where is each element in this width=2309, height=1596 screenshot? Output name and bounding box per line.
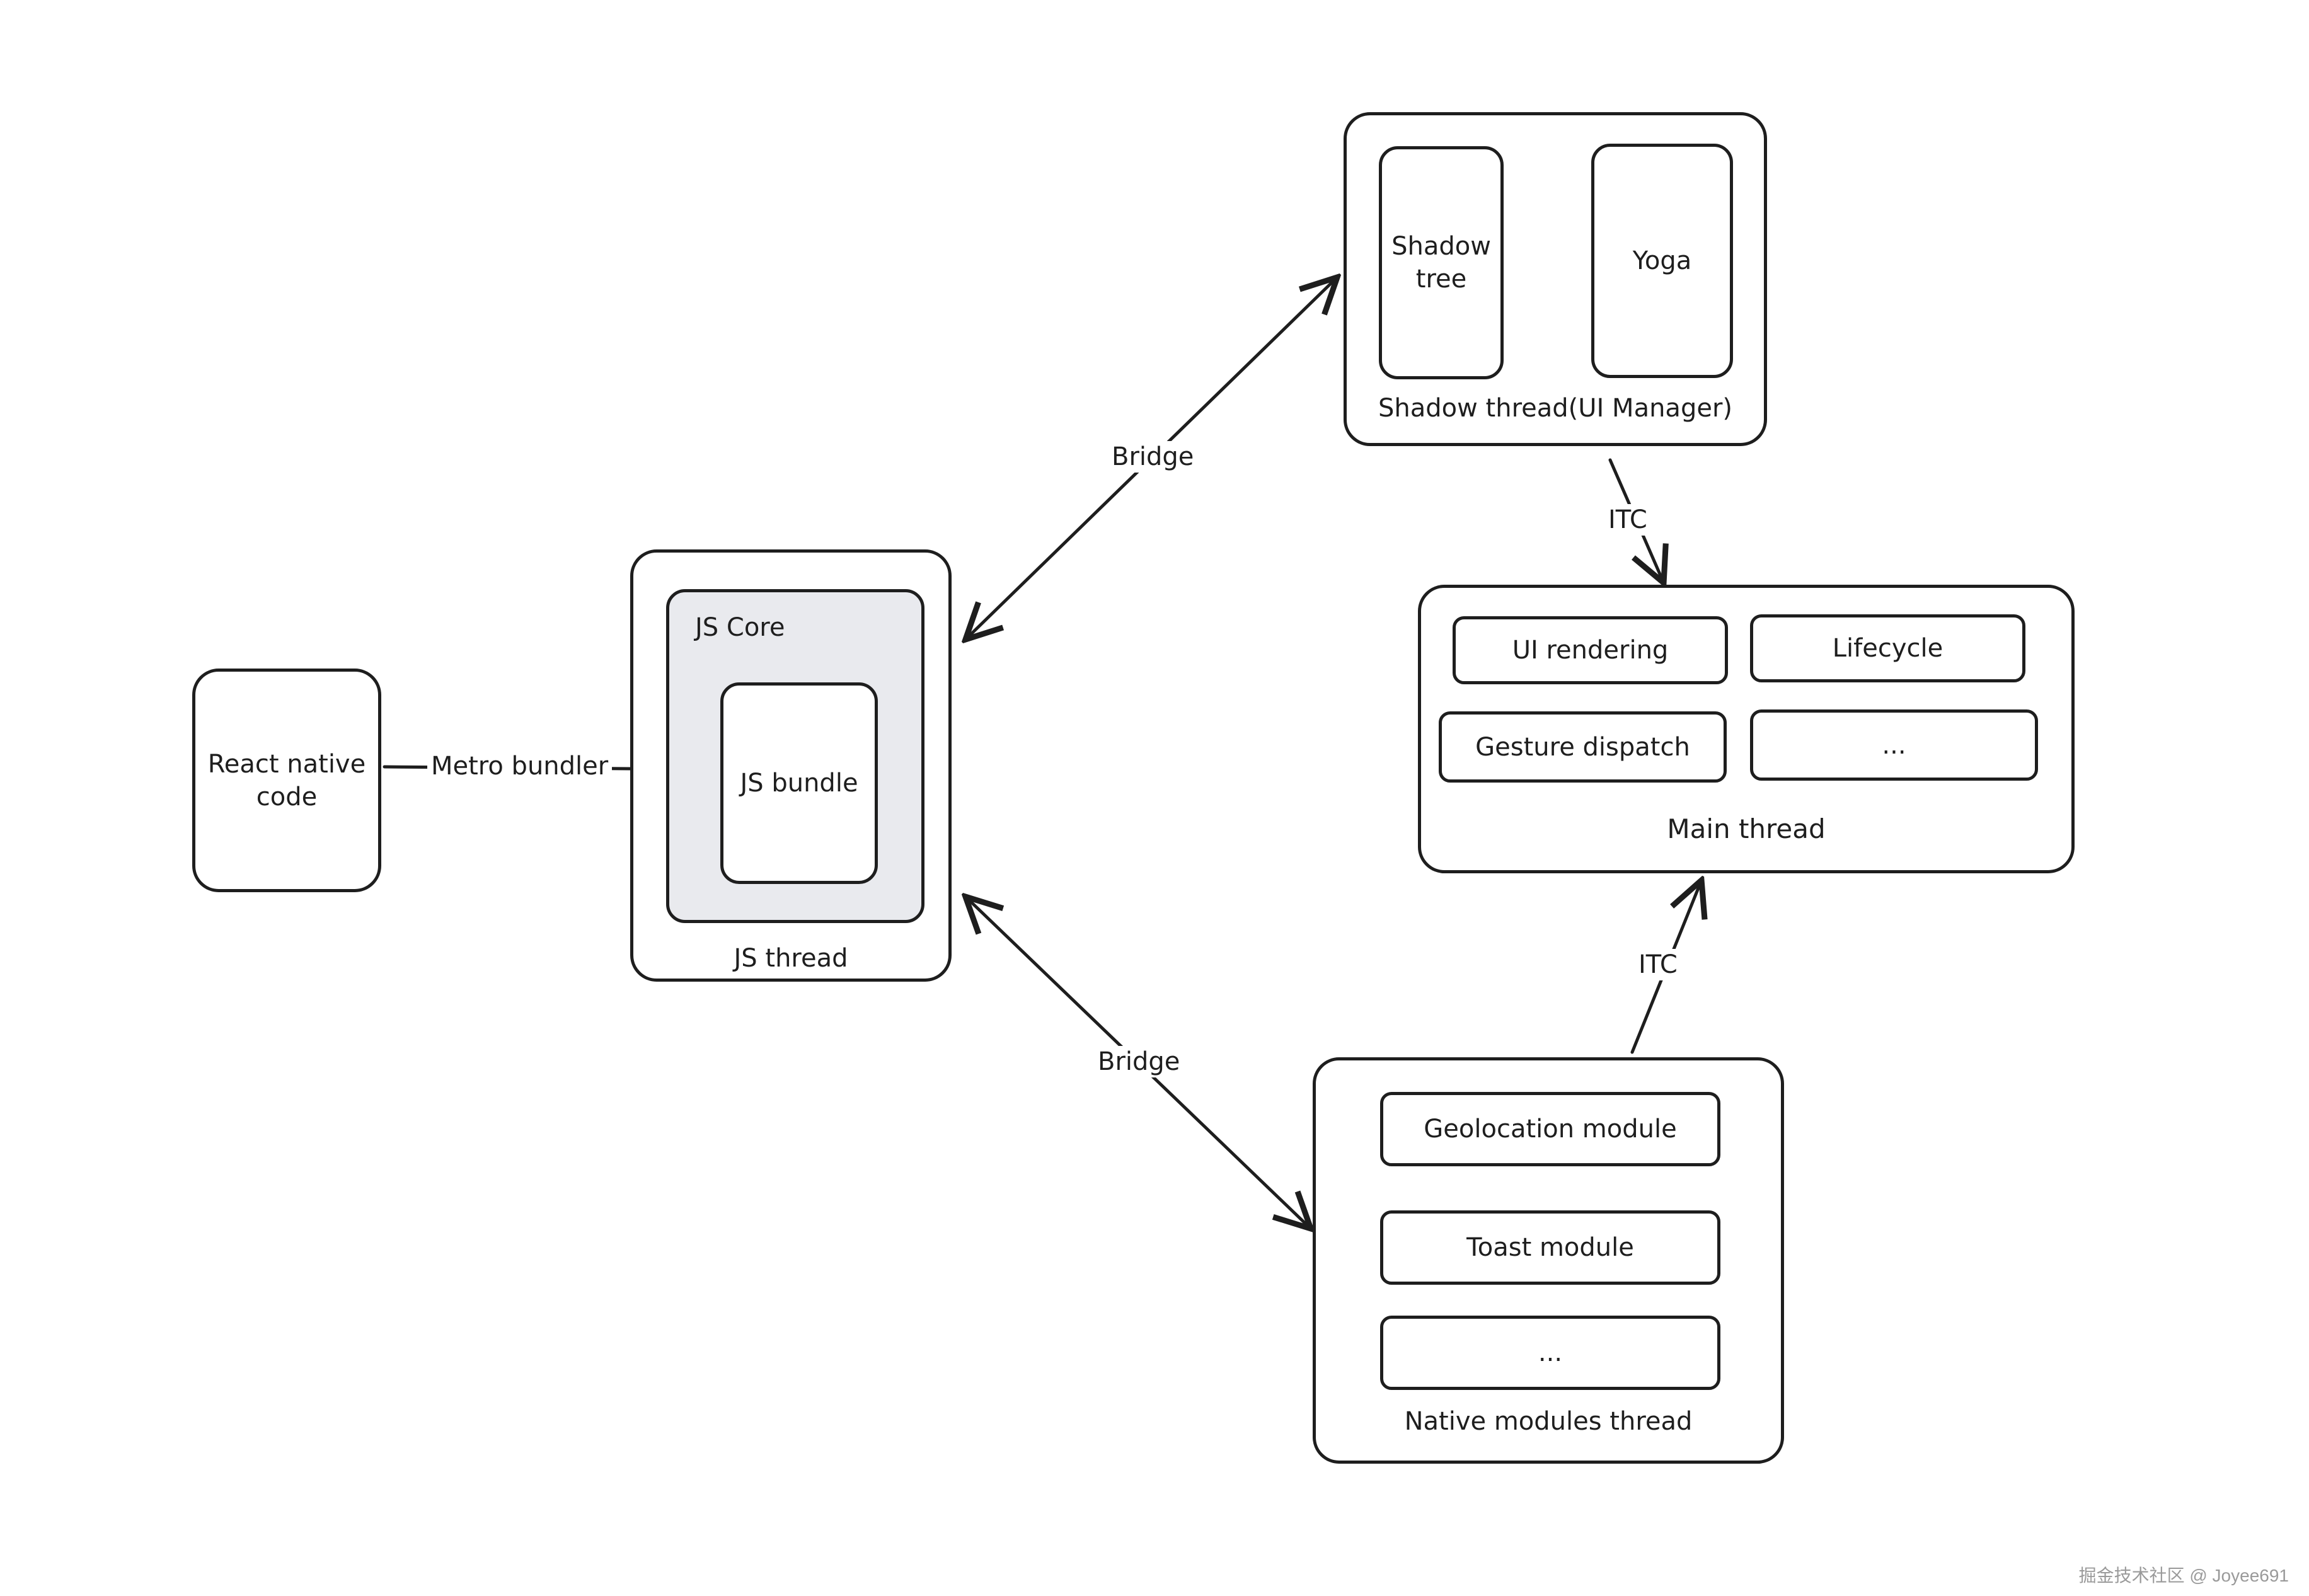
js-thread-label: JS thread <box>734 944 848 973</box>
native-more-node: ... <box>1380 1316 1720 1390</box>
native-more-label: ... <box>1538 1338 1563 1367</box>
js-core-label: JS Core <box>695 613 785 642</box>
js-bundle-node: JS bundle <box>720 682 878 884</box>
main-thread-label: Main thread <box>1667 813 1826 844</box>
shadow-thread-label: Shadow thread(UI Manager) <box>1378 394 1732 423</box>
js-bundle-label: JS bundle <box>740 769 858 798</box>
gesture-dispatch-label: Gesture dispatch <box>1475 732 1690 762</box>
toast-module-node: Toast module <box>1380 1210 1720 1285</box>
bridge-bottom-label: Bridge <box>1094 1046 1184 1077</box>
gesture-dispatch-node: Gesture dispatch <box>1439 711 1727 783</box>
yoga-label: Yoga <box>1632 246 1692 275</box>
native-modules-thread-label: Native modules thread <box>1404 1407 1693 1436</box>
shadow-tree-label: Shadow tree <box>1391 232 1491 294</box>
toast-module-label: Toast module <box>1466 1233 1634 1262</box>
shadow-tree-node: Shadow tree <box>1379 146 1504 379</box>
lifecycle-node: Lifecycle <box>1750 614 2025 682</box>
ui-rendering-node: UI rendering <box>1453 616 1728 684</box>
itc-bottom-label: ITC <box>1635 949 1681 980</box>
watermark: 掘金技术社区 @ Joyee691 <box>2078 1566 2289 1585</box>
metro-bundler-label: Metro bundler <box>427 750 613 782</box>
react-native-code-label: React native code <box>207 749 366 812</box>
geolocation-module-node: Geolocation module <box>1380 1092 1720 1166</box>
yoga-node: Yoga <box>1591 144 1733 378</box>
geolocation-module-label: Geolocation module <box>1424 1115 1677 1144</box>
ui-rendering-label: UI rendering <box>1512 636 1669 665</box>
bridge-top-label: Bridge <box>1108 441 1198 473</box>
main-more-label: ... <box>1882 730 1906 760</box>
react-native-code-node: React native code <box>192 669 381 892</box>
lifecycle-label: Lifecycle <box>1832 634 1943 663</box>
main-more-node: ... <box>1750 709 2038 781</box>
itc-top-label: ITC <box>1604 504 1651 536</box>
